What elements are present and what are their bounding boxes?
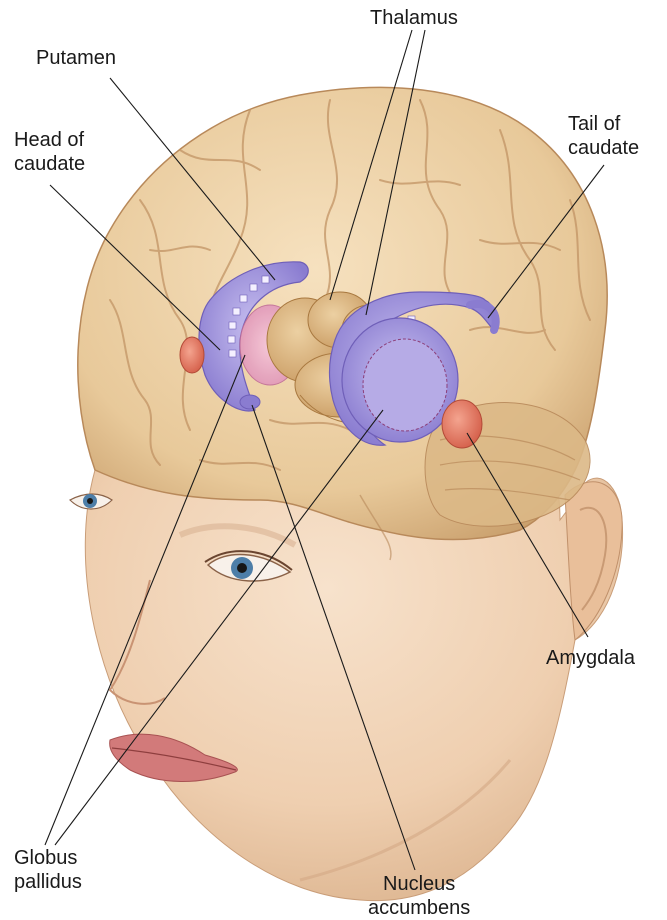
ear: [565, 482, 622, 640]
label-amygdala: Amygdala: [546, 646, 635, 670]
label-globus-pallidus: Globus pallidus: [14, 846, 82, 894]
nucleus-accumbens-shape: [240, 395, 260, 409]
label-head-of-caudate: Head of caudate: [14, 128, 85, 176]
globus-pallidus-near: [363, 339, 447, 431]
amygdala-far: [180, 337, 204, 373]
label-thalamus: Thalamus: [370, 6, 458, 30]
label-nucleus-accumbens: Nucleus accumbens: [368, 872, 470, 920]
label-putamen: Putamen: [36, 46, 116, 70]
amygdala-near: [442, 400, 482, 448]
label-tail-of-caudate: Tail of caudate: [568, 112, 639, 160]
